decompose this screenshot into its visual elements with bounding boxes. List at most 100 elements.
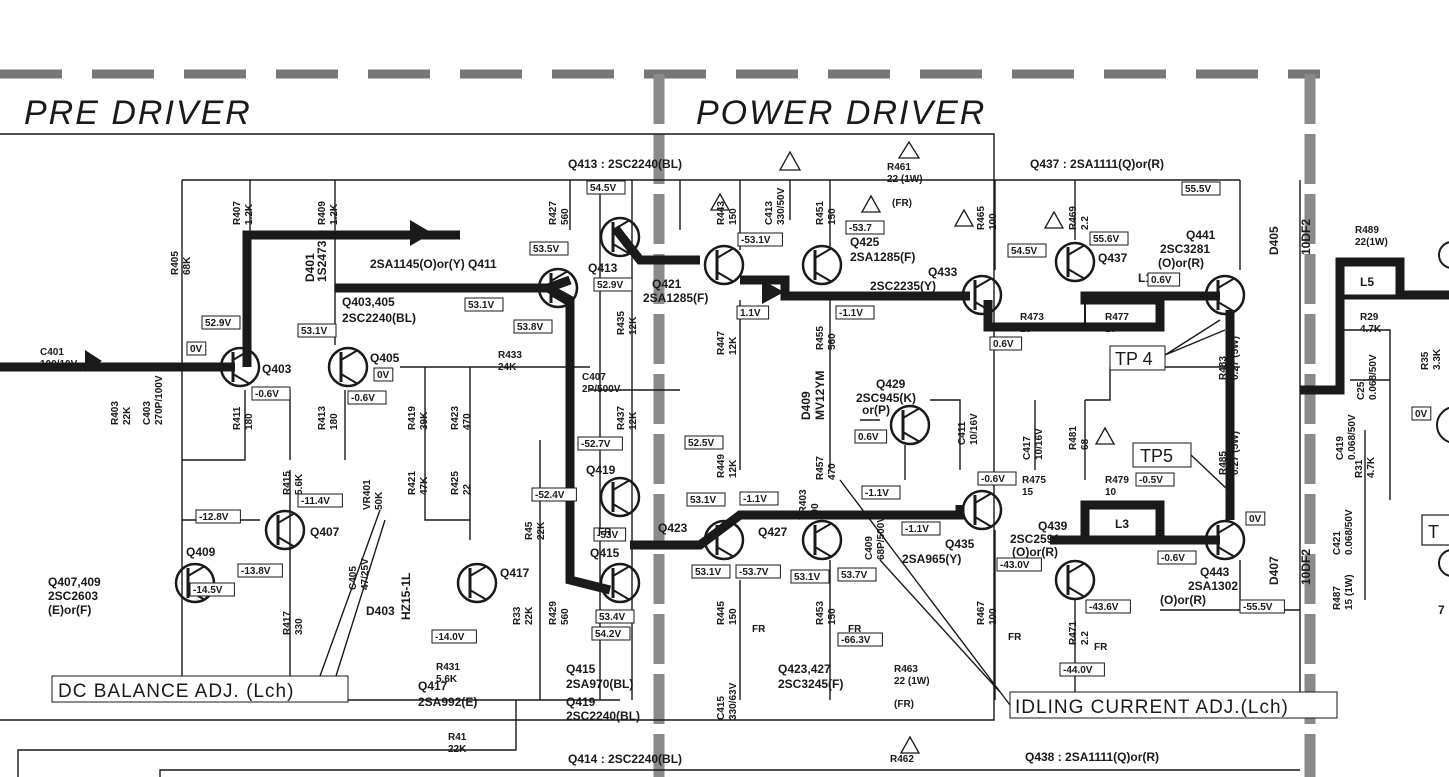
component-ref: R423 bbox=[450, 406, 461, 430]
component-value: 5.6K bbox=[436, 674, 458, 685]
warning-icons bbox=[709, 140, 1116, 754]
component-value: 22(1W) bbox=[1355, 237, 1388, 248]
svg-text:0V: 0V bbox=[377, 370, 390, 381]
svg-text:54.2V: 54.2V bbox=[595, 629, 621, 640]
edge-letter: T bbox=[1428, 522, 1439, 542]
svg-text:1S2473: 1S2473 bbox=[315, 240, 329, 282]
transistor-q421-symbol bbox=[703, 244, 745, 286]
svg-text:D407: D407 bbox=[1267, 556, 1281, 585]
component-value: 15 bbox=[1020, 324, 1032, 335]
svg-text:-14.0V: -14.0V bbox=[435, 632, 465, 643]
svg-text:-55.5V: -55.5V bbox=[1243, 602, 1273, 613]
svg-text:0.6V: 0.6V bbox=[1151, 275, 1172, 286]
component-ref: C403 bbox=[142, 401, 153, 425]
svg-text:Q403: Q403 bbox=[262, 362, 292, 376]
output-terminal-low bbox=[1438, 549, 1449, 577]
svg-text:2SA992(E): 2SA992(E) bbox=[418, 695, 477, 709]
q438-header: Q438 : 2SA1111(Q)or(R) bbox=[1025, 750, 1159, 764]
svg-text:2SA1285(F): 2SA1285(F) bbox=[643, 291, 708, 305]
transistor-q413-symbol bbox=[599, 216, 641, 258]
svg-text:MV12YM: MV12YM bbox=[813, 371, 827, 420]
component-ref: R477 bbox=[1105, 312, 1129, 323]
lower-channel-frame bbox=[17, 700, 517, 777]
svg-text:2SA1145(O)or(Y) Q411: 2SA1145(O)or(Y) Q411 bbox=[370, 257, 497, 271]
component-ref: R465 bbox=[976, 206, 987, 230]
svg-text:-1.1V: -1.1V bbox=[743, 494, 767, 505]
component-ref: R437 bbox=[616, 406, 627, 430]
component-value: 2P/500V bbox=[582, 384, 621, 395]
svg-text:Q403,405: Q403,405 bbox=[342, 295, 395, 309]
tp5-box bbox=[1132, 442, 1192, 468]
voltage-label: 53.1V bbox=[297, 323, 337, 338]
voltage-label: 53.1V bbox=[790, 569, 830, 584]
voltage-label: 1.1V bbox=[736, 305, 770, 320]
component-r462: R462 bbox=[890, 754, 914, 765]
fr-marker: (FR) bbox=[894, 699, 914, 710]
transistor-q433-symbol bbox=[961, 274, 1003, 316]
component-value: 100 bbox=[988, 213, 999, 230]
svg-text:-52.7V: -52.7V bbox=[581, 439, 611, 450]
svg-text:2SC2591: 2SC2591 bbox=[1010, 532, 1060, 546]
voltage-label: 53.1V bbox=[686, 492, 726, 507]
svg-text:2SC3245(F): 2SC3245(F) bbox=[778, 677, 843, 691]
transistor-q403-symbol bbox=[219, 346, 261, 388]
svg-text:-14.5V: -14.5V bbox=[193, 585, 223, 596]
svg-text:Q419: Q419 bbox=[566, 695, 596, 709]
svg-text:53.1V: 53.1V bbox=[794, 572, 820, 583]
svg-text:2SA1285(F): 2SA1285(F) bbox=[850, 250, 915, 264]
component-ref: VR403 bbox=[798, 489, 809, 520]
dc-balance-box bbox=[51, 675, 349, 703]
arrow-q433 bbox=[762, 280, 784, 304]
dc-balance-leader bbox=[319, 509, 386, 677]
component-value: 12K bbox=[728, 459, 739, 478]
component-value: 22K bbox=[524, 606, 535, 625]
component-value: 470 bbox=[462, 413, 473, 430]
transistor-q405-symbol bbox=[327, 346, 369, 388]
svg-text:0.6V: 0.6V bbox=[993, 339, 1014, 350]
component-value: 2.2 bbox=[1080, 631, 1091, 645]
component-ref: R429 bbox=[548, 601, 559, 625]
svg-text:Q407: Q407 bbox=[310, 525, 340, 539]
component-value: 5.6K bbox=[294, 473, 305, 495]
component-value: 50K bbox=[374, 491, 385, 510]
transistor-q415-symbol bbox=[599, 562, 641, 604]
voltage-label: 0.6V bbox=[1147, 272, 1181, 287]
svg-text:-0.6V: -0.6V bbox=[351, 393, 375, 404]
svg-text:D405: D405 bbox=[1267, 226, 1281, 255]
idling-leader bbox=[839, 479, 1011, 706]
component-ref: R487 bbox=[1332, 586, 1343, 610]
voltage-label: -0.6V bbox=[977, 471, 1017, 486]
voltage-label: 0V bbox=[186, 341, 207, 356]
transistor-q407-symbol bbox=[264, 509, 306, 551]
voltage-label: -52.4V bbox=[531, 487, 577, 502]
svg-text:D409: D409 bbox=[799, 391, 813, 420]
voltage-label: -1.1V bbox=[835, 305, 875, 320]
voltage-label: 54.2V bbox=[591, 626, 631, 641]
signal-path bbox=[0, 225, 1449, 595]
svg-text:2SC2603: 2SC2603 bbox=[48, 589, 98, 603]
fr-marker: FR bbox=[1094, 642, 1108, 653]
voltage-label: 0V bbox=[373, 367, 394, 382]
svg-text:Q417: Q417 bbox=[500, 566, 530, 580]
svg-text:-66.3V: -66.3V bbox=[841, 635, 871, 646]
voltage-label: 53.1V bbox=[464, 297, 504, 312]
component-value: 330 bbox=[294, 618, 305, 635]
transistor-q427-symbol bbox=[801, 519, 843, 561]
svg-text:-53.7V: -53.7V bbox=[739, 567, 769, 578]
component-ref: R45 bbox=[524, 521, 535, 540]
